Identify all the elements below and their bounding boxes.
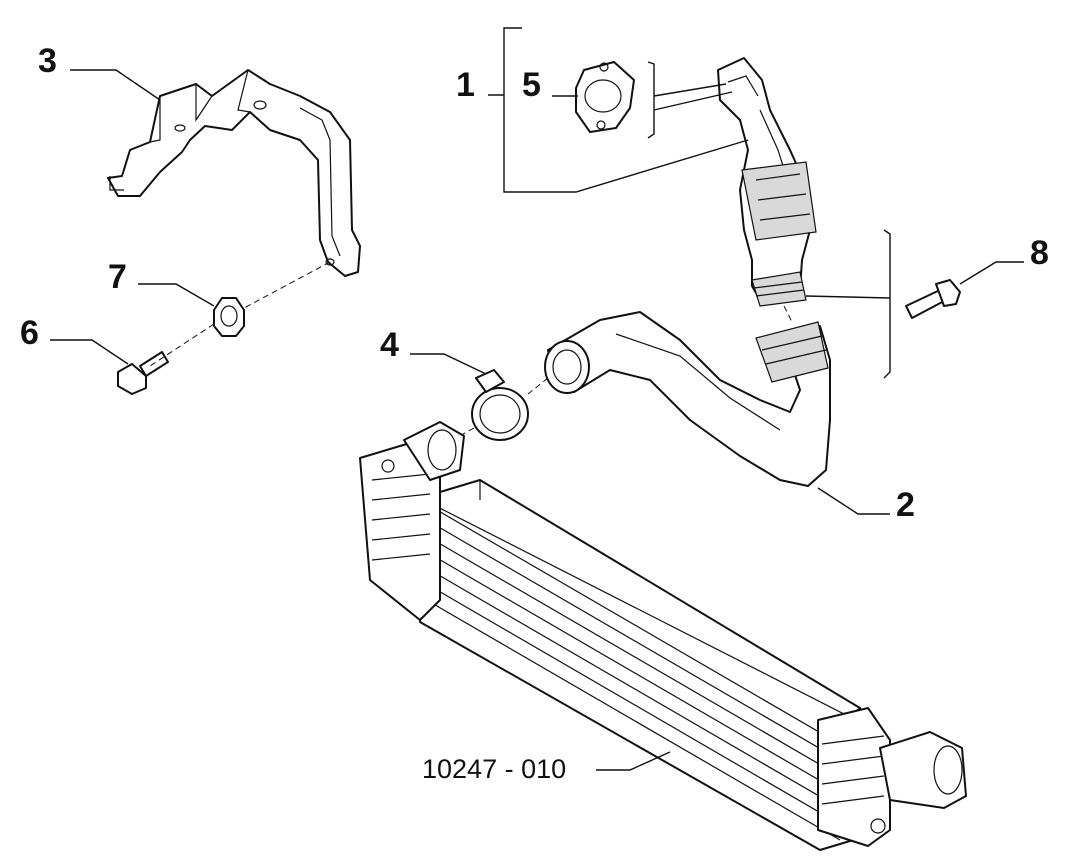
nut-part [213, 297, 245, 337]
callout-number-5: 5 [522, 66, 541, 104]
hose-axis-line [455, 377, 549, 439]
callout-number-3: 3 [38, 42, 57, 80]
leader-lines [50, 27, 1024, 771]
reference-code: 10247 - 010 [422, 754, 566, 784]
clamp-part [471, 369, 529, 441]
assembly-axis-line [149, 261, 331, 367]
pipe-axis-line [783, 305, 793, 323]
bolt-part-8 [905, 279, 961, 319]
upper-pipe-part [717, 57, 817, 307]
bolt-part-6 [117, 351, 169, 395]
intercooler-part [359, 421, 967, 851]
callout-number-1: 1 [456, 66, 475, 104]
bracket-part [107, 69, 361, 277]
callout-number-7: 7 [108, 258, 127, 296]
gasket-part [575, 61, 635, 133]
callout-number-2: 2 [896, 486, 915, 524]
callout-number-4: 4 [380, 326, 399, 364]
callout-number-6: 6 [20, 314, 39, 352]
lower-hose-part [544, 311, 831, 487]
callout-number-8: 8 [1030, 234, 1049, 272]
